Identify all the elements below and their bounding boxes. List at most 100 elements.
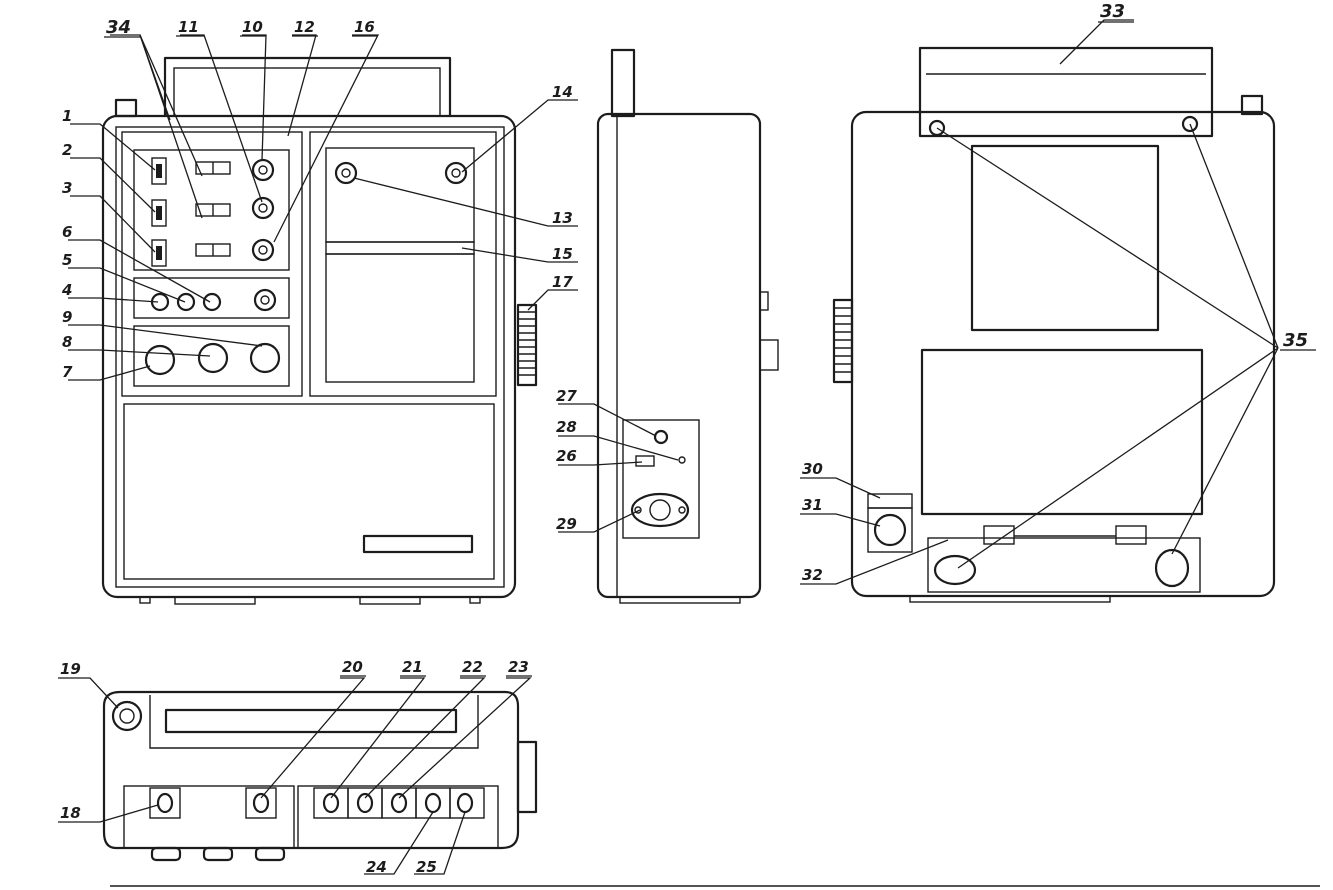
lower-display (325, 253, 475, 383)
knob-6[interactable] (202, 292, 222, 312)
bottom-foot-1 (150, 846, 182, 862)
side-view (596, 48, 779, 604)
callout-27: 27 (556, 387, 577, 405)
switch-2[interactable] (151, 199, 167, 227)
side-antenna (610, 48, 636, 118)
jack-13[interactable] (334, 161, 358, 185)
callout-9: 9 (62, 308, 72, 326)
screw-top-right (1181, 115, 1199, 133)
tuning-wheel-17[interactable] (516, 303, 538, 387)
callout-10: 10 (242, 18, 263, 36)
callout-11: 11 (178, 18, 199, 36)
knob-panel (133, 277, 290, 319)
jack-27[interactable] (653, 429, 669, 445)
callout-1: 1 (62, 107, 72, 125)
callout-23: 23 (508, 658, 529, 676)
display-panel (325, 147, 475, 243)
knob-7[interactable] (144, 344, 176, 376)
screw-top-left (928, 119, 946, 137)
callout-32: 32 (802, 566, 823, 584)
connector-20-frame (245, 787, 277, 819)
screw-bottom-left (933, 554, 977, 586)
callout-6: 6 (62, 223, 72, 241)
callout-22: 22 (462, 658, 483, 676)
callout-17: 17 (552, 273, 573, 291)
callout-5: 5 (62, 251, 72, 269)
leader-lines (58, 19, 1279, 875)
front-left-panel (121, 131, 303, 397)
connector-25[interactable] (456, 792, 474, 814)
front-top-handle (163, 56, 452, 118)
side-knob-upper (759, 291, 769, 311)
switch-1[interactable] (151, 157, 167, 185)
callout-33: 33 (1100, 1, 1125, 22)
callout-29: 29 (556, 515, 577, 533)
jack-10[interactable] (251, 158, 275, 182)
rear-plate-upper (970, 144, 1160, 332)
callout-20: 20 (342, 658, 363, 676)
bottom-right-bay (297, 785, 499, 849)
callout-19: 19 (60, 660, 81, 678)
jack-14[interactable] (444, 161, 468, 185)
front-handle-inner (173, 67, 441, 117)
switch-panel (133, 149, 290, 271)
nameplate (362, 534, 474, 554)
callout-8: 8 (62, 333, 72, 351)
knob-19[interactable] (111, 700, 143, 732)
socket-29[interactable] (630, 492, 690, 528)
callout-35: 35 (1283, 330, 1308, 351)
callout-24: 24 (366, 858, 387, 876)
bottom-body (102, 690, 520, 850)
connector-20[interactable] (252, 792, 270, 814)
callout-14: 14 (552, 83, 573, 101)
bottom-recess (149, 695, 479, 749)
display-strip-15 (325, 241, 475, 255)
socket-31-frame (867, 507, 913, 553)
callout-3: 3 (62, 179, 72, 197)
rear-tuning-wheel (832, 298, 854, 384)
callout-31: 31 (802, 496, 823, 514)
knob-9[interactable] (249, 342, 281, 374)
bottom-slot (164, 708, 458, 734)
jack-11[interactable] (251, 196, 275, 220)
side-body (596, 112, 762, 599)
front-foot-center (174, 596, 256, 605)
bottom-edge-wheel (516, 740, 538, 814)
terminal-28[interactable] (678, 456, 686, 464)
connector-23[interactable] (390, 792, 408, 814)
connector-18[interactable] (156, 792, 174, 814)
jack-right-knob[interactable] (253, 288, 277, 312)
callout-15: 15 (552, 245, 573, 263)
callout-2: 2 (62, 141, 72, 159)
rear-foot (909, 595, 1111, 603)
connector-24[interactable] (424, 792, 442, 814)
jack-16[interactable] (251, 238, 275, 262)
knob-8[interactable] (197, 342, 229, 374)
switch-3[interactable] (151, 239, 167, 267)
lower-compartment (123, 403, 495, 580)
callout-13: 13 (552, 209, 573, 227)
callout-16: 16 (354, 18, 375, 36)
connector-21[interactable] (322, 792, 340, 814)
socket-31[interactable] (873, 513, 907, 547)
callout-34: 34 (106, 17, 131, 38)
front-antenna-knob (114, 98, 138, 118)
screw-bottom-right (1154, 548, 1190, 588)
connector-18-frame (149, 787, 181, 819)
rear-body (850, 110, 1276, 598)
bottom-foot-3 (254, 846, 286, 862)
front-inner-frame (115, 126, 505, 588)
callout-28: 28 (556, 418, 577, 436)
clip-right (1115, 525, 1147, 545)
callout-25: 25 (416, 858, 437, 876)
switch-26[interactable] (635, 455, 655, 467)
callout-26: 26 (556, 447, 577, 465)
battery-compartment-32 (927, 537, 1201, 593)
bottom-foot-2 (202, 846, 234, 862)
rear-antenna-knob (1240, 94, 1264, 116)
callout-18: 18 (60, 804, 81, 822)
connector-22[interactable] (356, 792, 374, 814)
knob-5[interactable] (176, 292, 196, 312)
front-right-panel (309, 131, 497, 397)
